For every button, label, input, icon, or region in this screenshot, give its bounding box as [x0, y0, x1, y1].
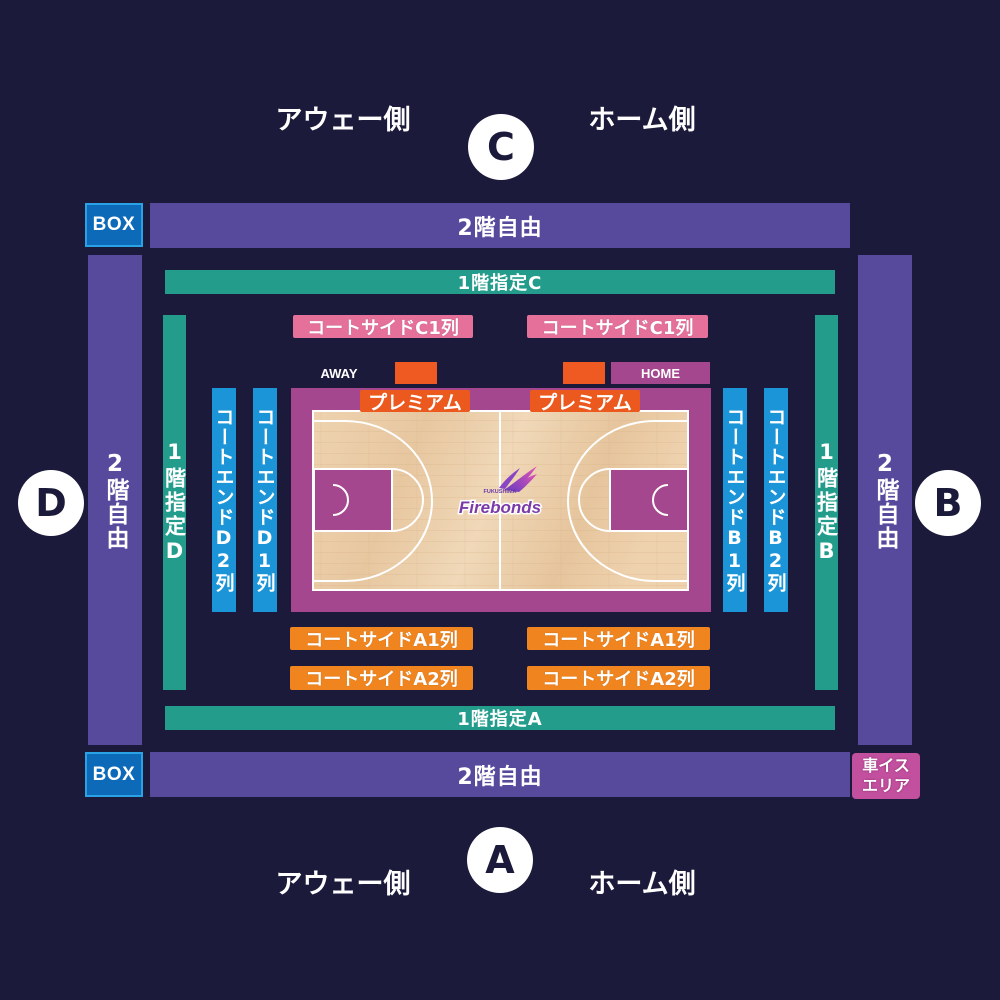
court-end-b1: コートエンドB1列	[723, 388, 747, 612]
court-side-a1-right: コートサイドA1列	[527, 627, 710, 651]
court-side-c1-left: コートサイドC1列	[293, 315, 473, 339]
first-floor-reserved-a: 1階指定A	[165, 706, 835, 730]
stand-c-marker: C	[468, 114, 534, 180]
right-restricted-arc	[652, 484, 669, 516]
first-floor-reserved-d: 1階指定D	[163, 315, 187, 690]
home-bench-label: HOME	[611, 362, 710, 384]
second-floor-free-top: 2階自由	[150, 203, 850, 248]
top-home-side-label: ホーム側	[588, 104, 696, 136]
second-floor-free-right-label: 2階自由	[872, 450, 898, 550]
court-drawing: FUKUSHIMA Firebonds	[291, 388, 711, 612]
right-key	[609, 468, 689, 532]
first-floor-reserved-b: 1階指定B	[815, 315, 839, 690]
premium-right: プレミアム	[530, 390, 640, 414]
second-floor-free-right: 2階自由	[858, 255, 912, 745]
left-restricted-arc	[332, 484, 349, 516]
bottom-home-side-label: ホーム側	[588, 868, 696, 900]
logo-name-text: Firebonds	[459, 498, 541, 517]
top-away-side-label: アウェー側	[275, 104, 411, 136]
court-end-d2-label: コートエンドD2列	[212, 407, 235, 593]
logo-flame-stroke-icon	[511, 474, 537, 492]
box-seat-top: BOX	[85, 203, 143, 247]
second-floor-free-left: 2階自由	[88, 255, 142, 745]
wheelchair-area-line1: 車イス	[862, 756, 910, 775]
court-end-b1-label: コートエンドB1列	[723, 407, 746, 593]
court-side-a2-right: コートサイドA2列	[527, 666, 710, 690]
premium-left: プレミアム	[360, 390, 470, 414]
stand-d-marker: D	[18, 470, 84, 536]
left-key	[313, 468, 393, 532]
court-end-d1-label: コートエンドD1列	[253, 407, 276, 593]
second-floor-free-bottom: 2階自由	[150, 752, 850, 797]
right-three-point-line	[567, 420, 688, 582]
court-end-b2: コートエンドB2列	[764, 388, 788, 612]
wheelchair-area-line2: エリア	[861, 776, 910, 795]
away-bench	[395, 362, 437, 384]
first-floor-reserved-d-label: 1階指定D	[162, 439, 187, 566]
left-free-throw-arc	[391, 468, 424, 532]
first-floor-reserved-b-label: 1階指定B	[814, 439, 839, 566]
stand-b-marker: B	[915, 470, 981, 536]
away-bench-label: AWAY	[320, 365, 358, 381]
wheelchair-area: 車イス エリア	[852, 753, 920, 799]
court-end-d2: コートエンドD2列	[212, 388, 236, 612]
box-seat-bottom: BOX	[85, 752, 143, 797]
court-side-a2-left: コートサイドA2列	[290, 666, 473, 690]
bottom-away-side-label: アウェー側	[275, 868, 411, 900]
basketball-court: FUKUSHIMA Firebonds	[291, 388, 711, 612]
court-side-a1-left: コートサイドA1列	[290, 627, 473, 651]
left-three-point-line	[313, 420, 433, 582]
team-logo: FUKUSHIMA Firebonds	[457, 466, 543, 519]
court-end-d1: コートエンドD1列	[253, 388, 277, 612]
home-bench	[563, 362, 605, 384]
logo-flame-icon	[504, 466, 537, 491]
court-side-c1-right: コートサイドC1列	[527, 315, 708, 339]
first-floor-reserved-c: 1階指定C	[165, 270, 835, 294]
stand-a-marker: A	[467, 827, 533, 893]
logo-flame-tip-icon	[499, 468, 520, 489]
court-end-b2-label: コートエンドB2列	[764, 407, 787, 593]
logo-region-text: FUKUSHIMA	[484, 489, 517, 495]
second-floor-free-left-label: 2階自由	[102, 450, 128, 550]
right-free-throw-arc	[578, 468, 611, 532]
